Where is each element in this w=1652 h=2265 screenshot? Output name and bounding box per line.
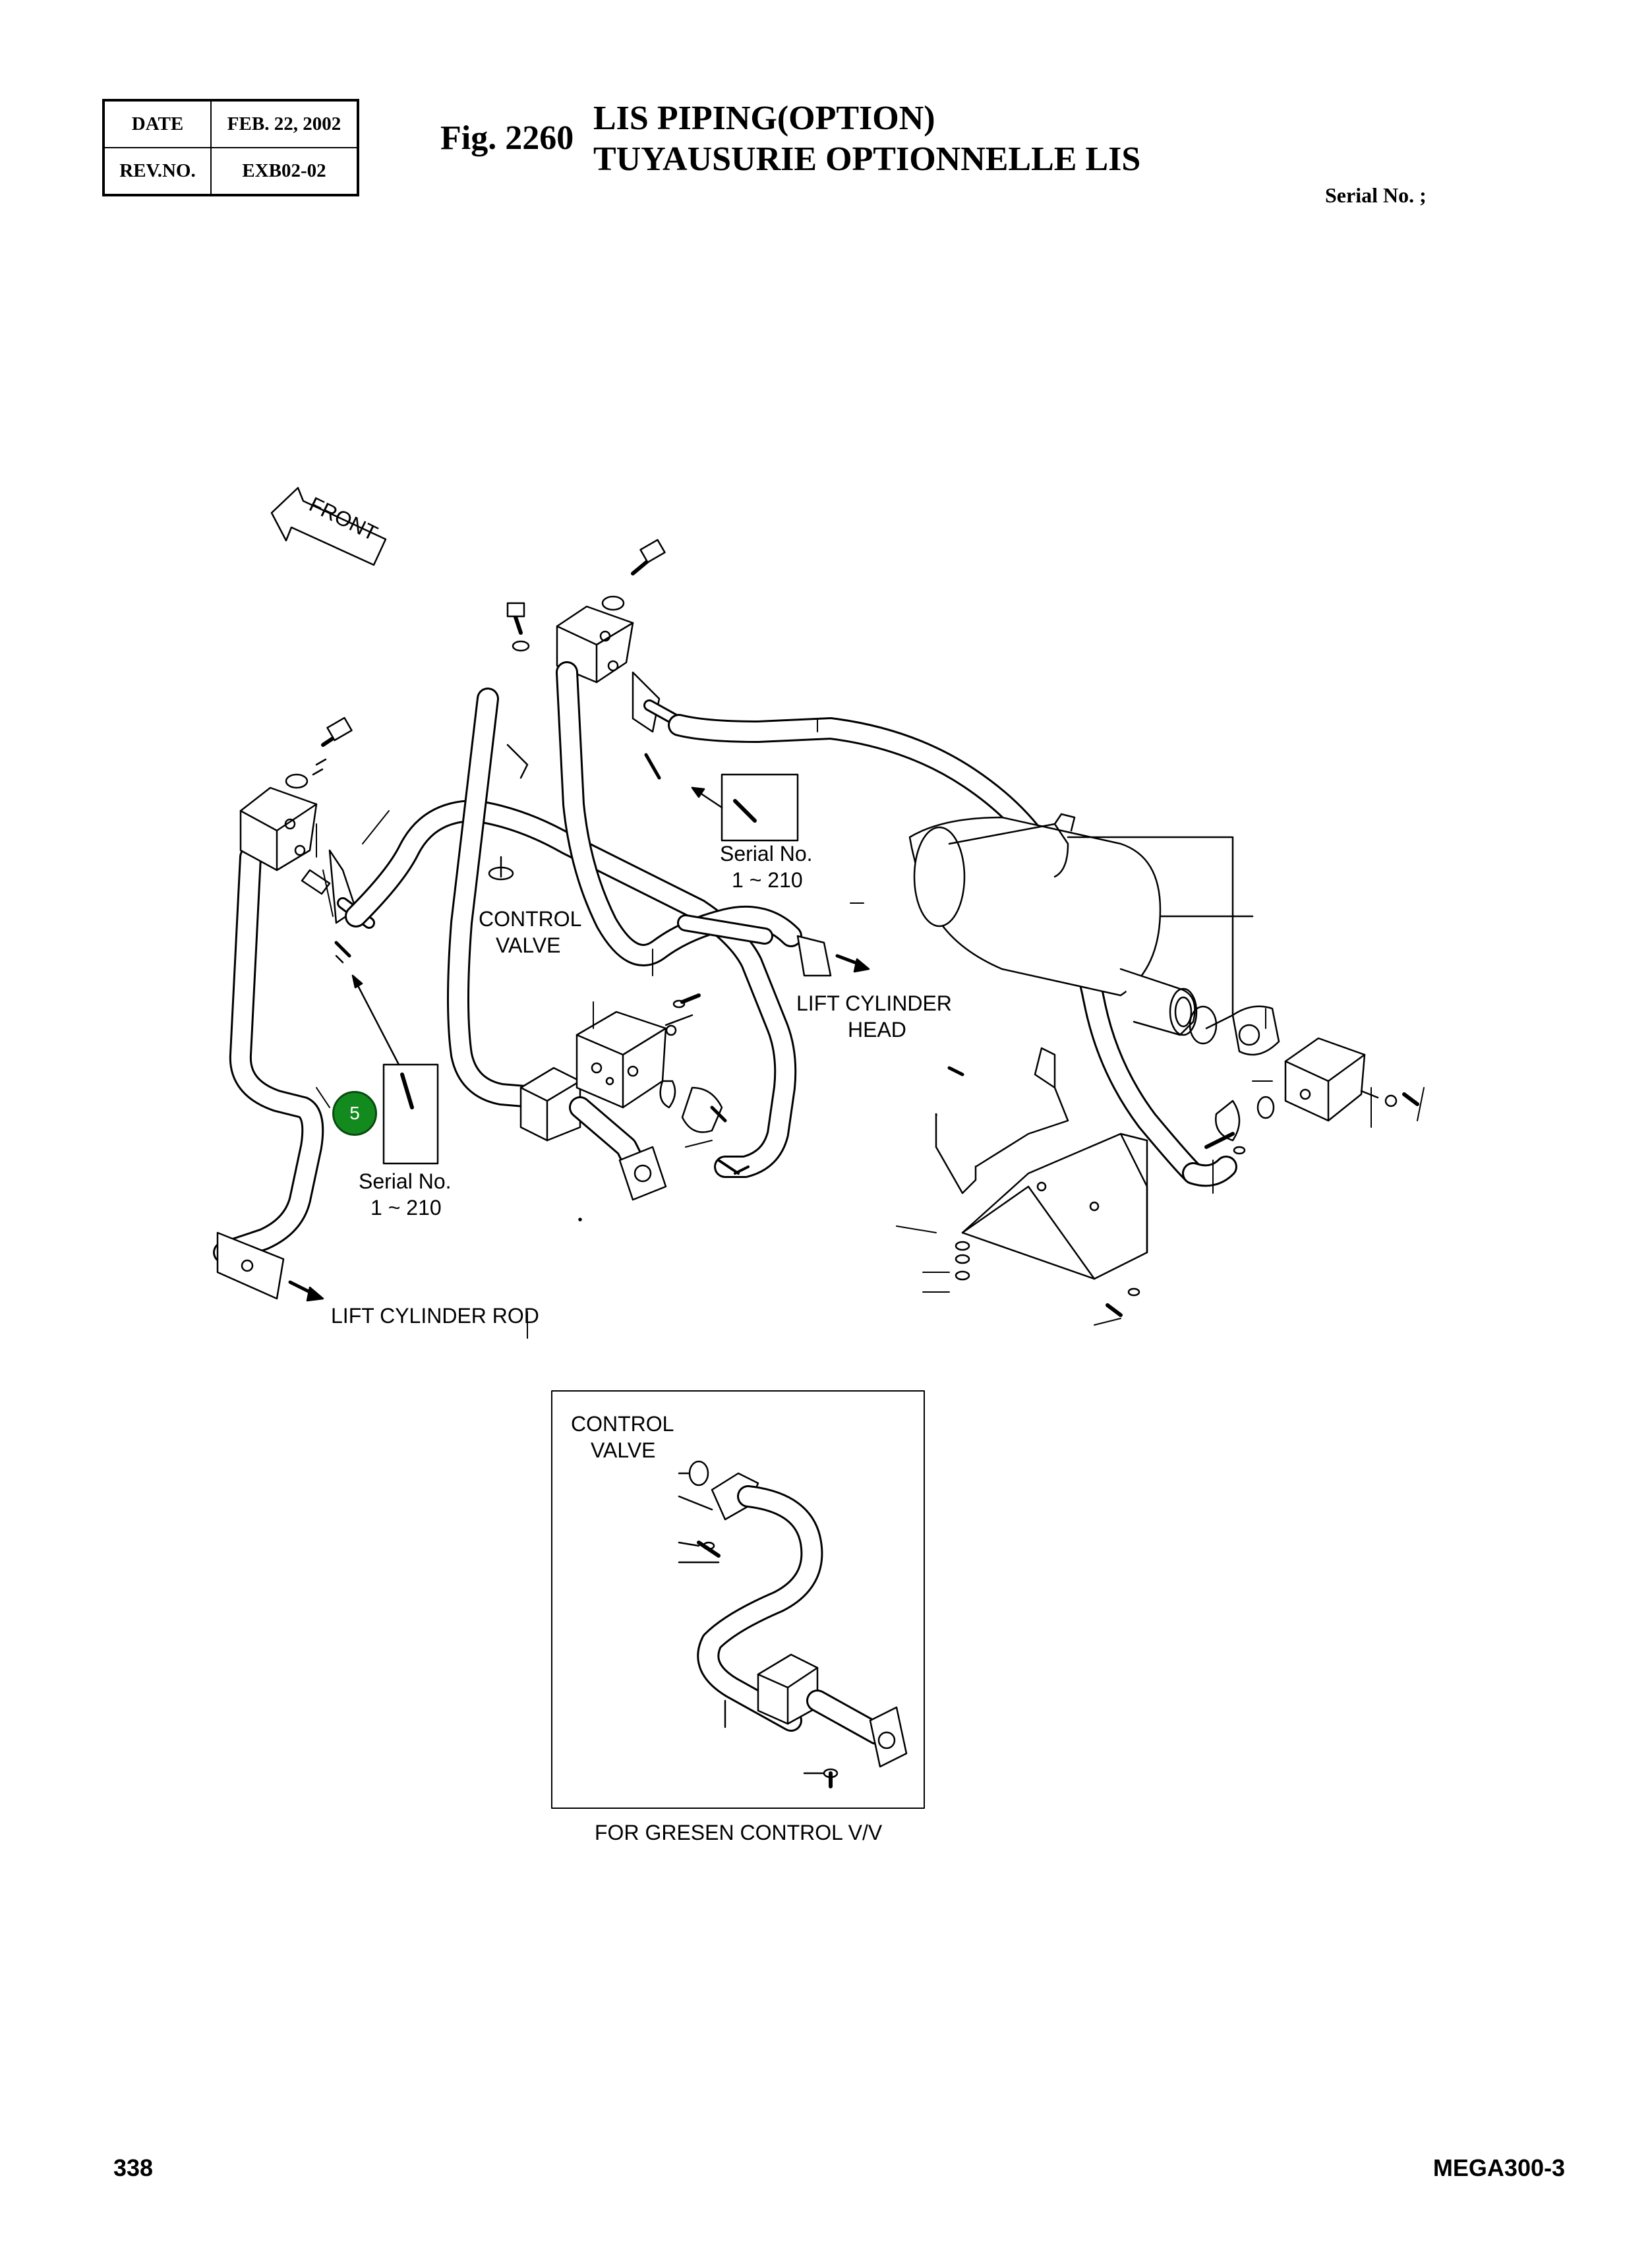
rev-label: REV.NO.	[103, 147, 212, 196]
serial-callout-top-range: 1 ~ 210	[732, 868, 803, 892]
figure-number: Fig. 2260	[440, 119, 574, 157]
control-valve-label-line1: CONTROL	[479, 907, 582, 931]
inset-caption: FOR GRESEN CONTROL V/V	[595, 1821, 883, 1844]
right-manifold-block	[1204, 1005, 1419, 1155]
rev-value: EXB02-02	[210, 147, 359, 196]
serial-callout-left-label: Serial No.	[359, 1169, 452, 1193]
lift-cylinder-head-label-line1: LIFT CYLINDER	[796, 991, 952, 1015]
accumulator-cylinder	[908, 813, 1254, 1045]
center-manifold-block	[575, 993, 750, 1175]
model-code: MEGA300-3	[1432, 2154, 1565, 2181]
lift-cylinder-rod-label: LIFT CYLINDER ROD	[331, 1304, 539, 1328]
front-direction-arrow: FRONT	[270, 486, 387, 566]
page-number: 338	[113, 2154, 154, 2181]
page-title-english: LIS PIPING(OPTION)	[593, 100, 935, 137]
serial-callout-top	[691, 773, 799, 842]
page-title-french: TUYAUSURIE OPTIONNELLE LIS	[593, 140, 1141, 178]
control-valve-tee	[519, 1067, 667, 1201]
lift-cylinder-rod-pipe	[213, 846, 324, 1302]
top-manifold-block	[506, 539, 685, 780]
inset-control-valve-line2: VALVE	[591, 1438, 656, 1462]
date-value: FEB. 22, 2002	[210, 100, 359, 148]
long-return-pipes	[345, 661, 1237, 1187]
date-label: DATE	[103, 100, 212, 148]
serial-callout-left-range: 1 ~ 210	[370, 1196, 442, 1220]
control-valve-label-line2: VALVE	[496, 933, 561, 957]
left-manifold-block	[239, 717, 375, 964]
gresen-inset-frame	[551, 1390, 925, 1809]
mounting-bracket-plate	[935, 1047, 1148, 1317]
lift-cylinder-head-label-line2: HEAD	[848, 1018, 906, 1042]
serial-callout-top-label: Serial No.	[720, 842, 813, 866]
serial-number-header: Serial No. ;	[1325, 183, 1427, 207]
revision-info-table: DATE FEB. 22, 2002 REV.NO. EXB02-02	[102, 99, 359, 196]
item-callout-badge[interactable]: 5	[332, 1091, 377, 1136]
inset-control-valve-line1: CONTROL	[571, 1412, 674, 1436]
serial-callout-left	[351, 974, 439, 1165]
